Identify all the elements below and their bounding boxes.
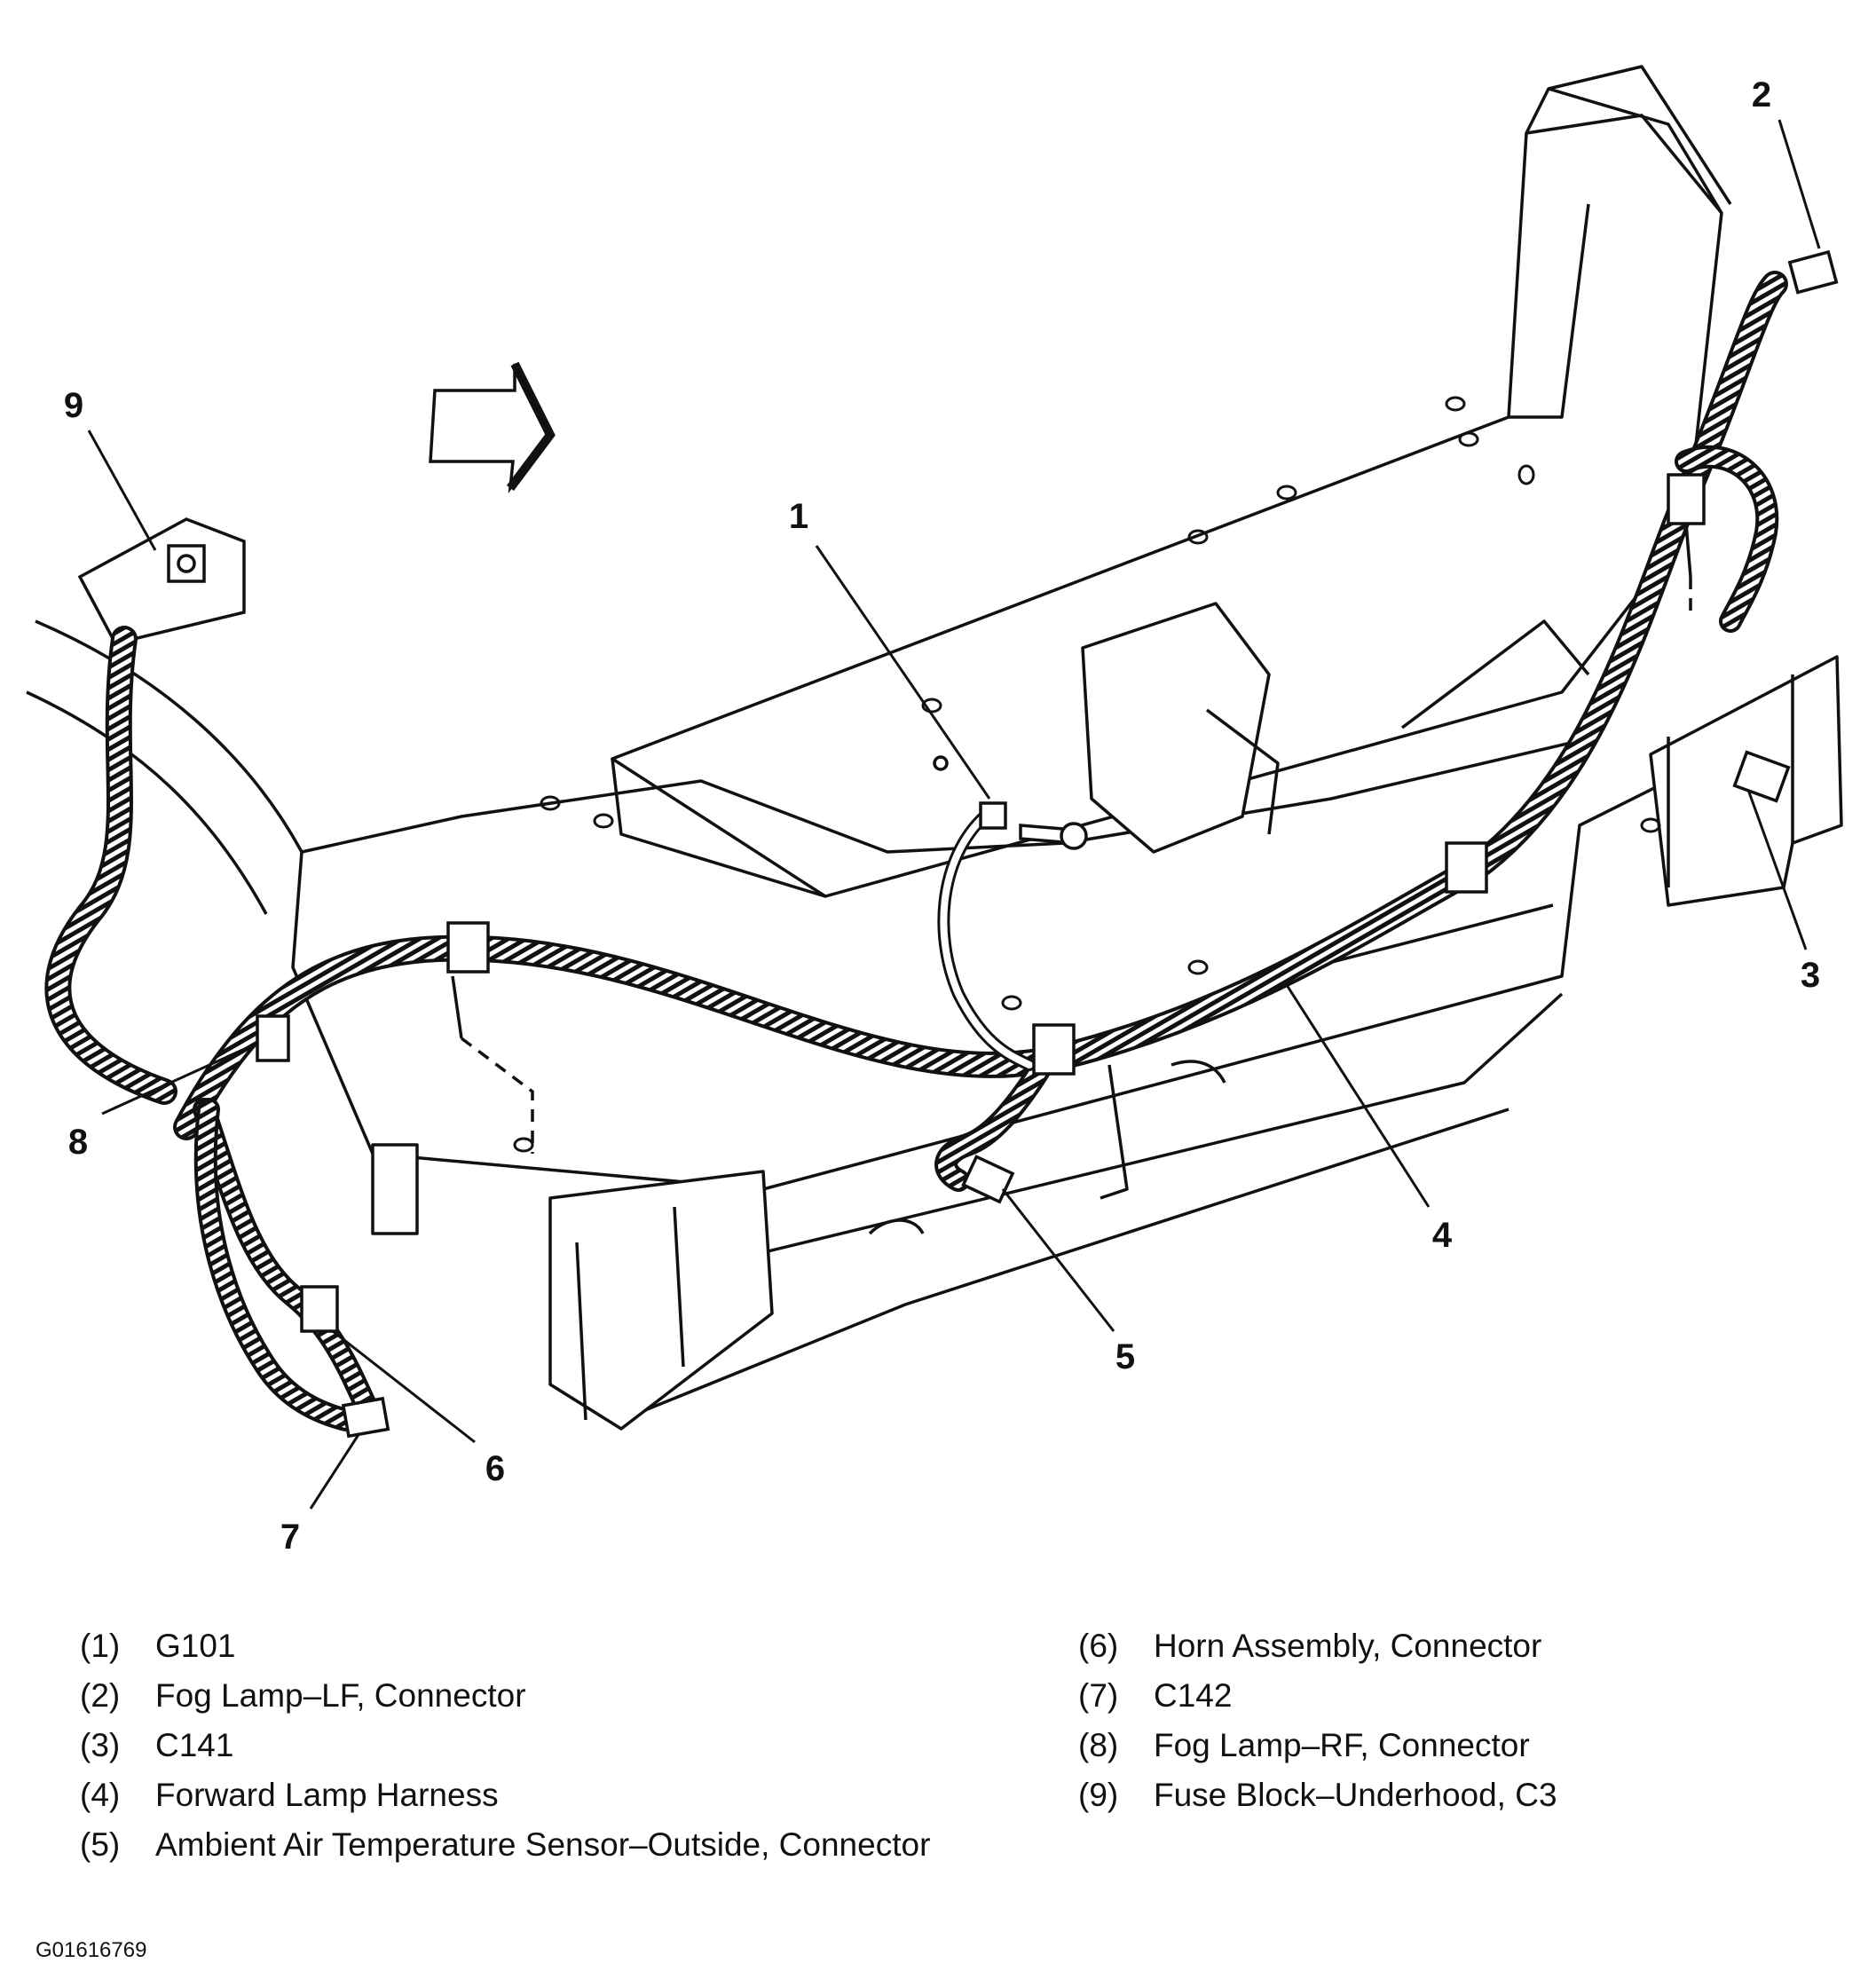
legend-item: (9) Fuse Block–Underhood, C3 <box>1078 1773 1841 1817</box>
legend-label: C142 <box>1154 1677 1233 1714</box>
legend-item: (8) Fog Lamp–RF, Connector <box>1078 1723 1841 1768</box>
fuse-block-underhood <box>77 517 246 646</box>
harness-clip <box>1032 1023 1076 1076</box>
legend-label: Fog Lamp–RF, Connector <box>1154 1727 1530 1763</box>
callout-3: 3 <box>1801 956 1820 995</box>
legend-item: (4) Forward Lamp Harness <box>80 1773 994 1817</box>
leader-lines <box>87 119 1821 1510</box>
legend-number: (4) <box>80 1777 121 1813</box>
horn-connector <box>300 1285 339 1333</box>
c141-connector <box>1732 750 1791 803</box>
front-direction-arrow <box>429 361 556 494</box>
legend-number: (9) <box>1078 1777 1119 1813</box>
callout-8: 8 <box>68 1123 88 1162</box>
legend-label: G101 <box>155 1628 236 1664</box>
legend-column-left: (1) G101 (2) Fog Lamp–LF, Connector (3) … <box>80 1624 994 1873</box>
legend-label: C141 <box>155 1727 234 1763</box>
legend-number: (3) <box>80 1727 121 1763</box>
callout-numbers: 1 2 3 4 5 6 7 8 9 <box>64 75 1820 1557</box>
radiator-support-frame <box>26 65 1843 1431</box>
mounting-holes <box>513 396 1661 1153</box>
callout-1: 1 <box>789 497 808 536</box>
legend-label: Fog Lamp–LF, Connector <box>155 1677 526 1714</box>
legend-label: Horn Assembly, Connector <box>1154 1628 1542 1664</box>
legend-item: (1) G101 <box>80 1624 994 1668</box>
callout-5: 5 <box>1115 1337 1135 1376</box>
legend-item: (2) Fog Lamp–LF, Connector <box>80 1674 994 1718</box>
harness-clip <box>446 921 490 974</box>
harness-clip <box>1445 841 1488 894</box>
harness-clip <box>1667 473 1706 525</box>
connectors <box>256 249 1839 1439</box>
legend-label: Forward Lamp Harness <box>155 1777 499 1813</box>
callout-6: 6 <box>485 1449 505 1488</box>
figure-id: G01616769 <box>35 1938 147 1962</box>
g101-terminal <box>979 801 1007 830</box>
callout-9: 9 <box>64 386 83 425</box>
callout-7: 7 <box>280 1518 300 1557</box>
legend-item: (3) C141 <box>80 1723 994 1768</box>
legend-item: (5) Ambient Air Temperature Sensor–Outsi… <box>80 1823 994 1867</box>
harness-diagram: 1 2 3 4 5 6 7 8 9 <box>26 65 1843 1557</box>
legend-item: (6) Horn Assembly, Connector <box>1078 1624 1841 1668</box>
legend-number: (7) <box>1078 1677 1119 1714</box>
ambient-air-sensor-connector <box>961 1155 1015 1204</box>
legend-number: (5) <box>80 1826 121 1863</box>
callout-2: 2 <box>1752 75 1771 114</box>
c142-connector <box>341 1396 390 1439</box>
legend-number: (6) <box>1078 1628 1119 1664</box>
fog-lamp-lf-connector <box>1787 249 1839 295</box>
legend-label: Fuse Block–Underhood, C3 <box>1154 1777 1557 1813</box>
legend: (1) G101 (2) Fog Lamp–LF, Connector (3) … <box>0 1624 1876 1917</box>
legend-number: (1) <box>80 1628 121 1664</box>
legend-label: Ambient Air Temperature Sensor–Outside, … <box>155 1826 931 1863</box>
callout-4: 4 <box>1432 1216 1453 1255</box>
legend-item: (7) C142 <box>1078 1674 1841 1718</box>
legend-column-right: (6) Horn Assembly, Connector (7) C142 (8… <box>1078 1624 1841 1823</box>
legend-number: (2) <box>80 1677 121 1714</box>
fog-lamp-rf-connector <box>256 1014 290 1062</box>
legend-number: (8) <box>1078 1727 1119 1763</box>
